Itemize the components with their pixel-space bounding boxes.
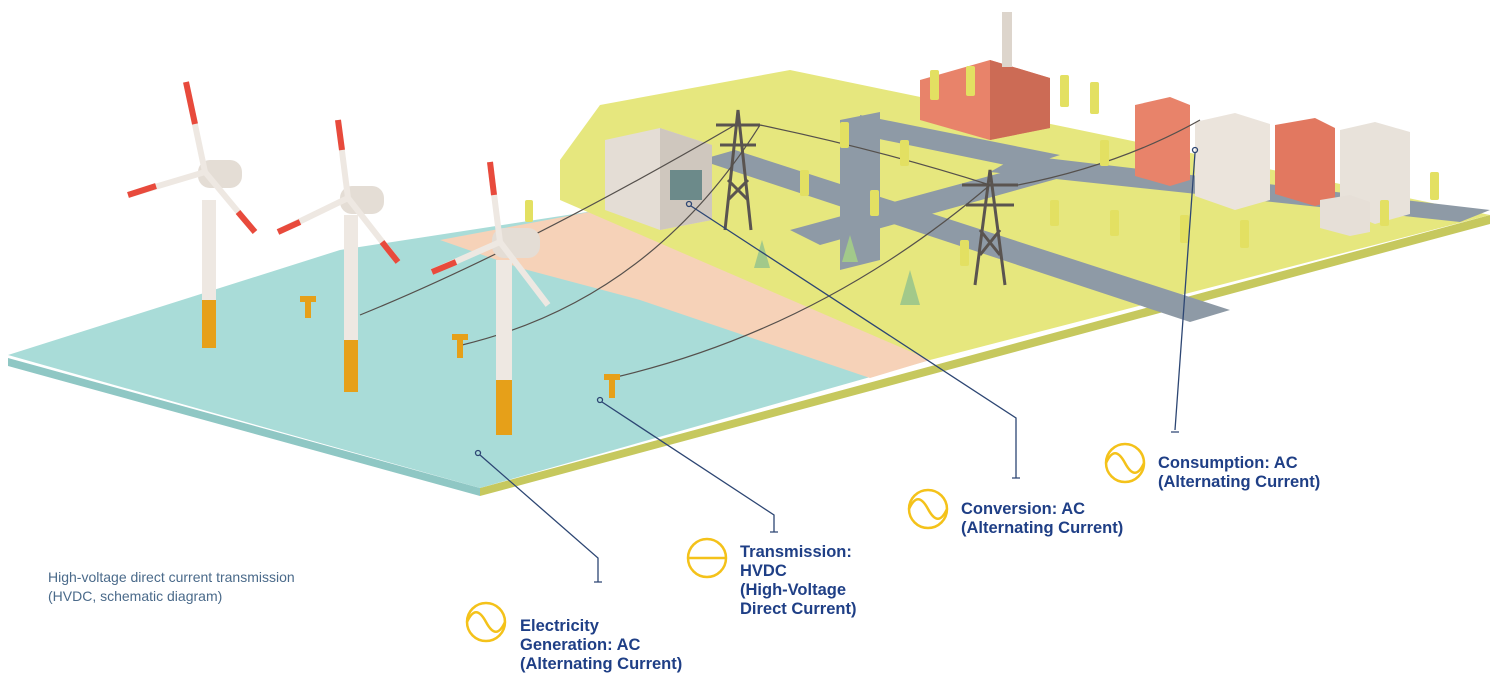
road-main — [700, 150, 1230, 322]
buildings — [605, 12, 1410, 236]
leader-dot-consumption — [1191, 146, 1199, 154]
road-top — [860, 115, 1060, 168]
wind-turbine-1 — [127, 81, 258, 348]
beach — [440, 210, 930, 378]
pylon-1 — [716, 109, 760, 231]
wind-turbine-2 — [276, 119, 401, 392]
leader-line-consumption — [1171, 152, 1196, 433]
leader-lines — [474, 146, 1199, 583]
leader-dot-generation — [474, 449, 482, 457]
ground — [8, 70, 1490, 496]
dc-line-icon — [686, 537, 728, 579]
buoys — [300, 296, 620, 398]
caption-line-2: (HVDC, schematic diagram) — [48, 588, 223, 604]
land-side — [480, 215, 1490, 496]
house-white1 — [1195, 113, 1270, 210]
house-red — [1135, 97, 1190, 186]
leader-dot-conversion — [685, 200, 693, 208]
callout-transmission: Transmission: HVDC (High-Voltage Direct … — [740, 543, 857, 618]
chimney — [1002, 12, 1012, 67]
leader-line-conversion — [690, 205, 1020, 479]
leader-dot-transmission — [596, 396, 604, 404]
callout-generation: Electricity Generation: AC (Alternating … — [520, 617, 683, 673]
land — [560, 70, 1490, 360]
callout-conversion: Conversion: AC (Alternating Current) — [961, 500, 1124, 537]
caption-line-1: High-voltage direct current transmission — [48, 569, 295, 585]
ac-sine-icon — [465, 601, 507, 643]
callout-consumption: Consumption: AC (Alternating Current) — [1158, 454, 1321, 491]
leader-line-generation — [479, 454, 602, 583]
sea-side — [8, 358, 480, 496]
ac-sine-icon — [907, 488, 949, 530]
diagram-caption: High-voltage direct current transmission… — [48, 568, 295, 606]
ac-sine-icon — [1104, 442, 1146, 484]
house-small — [1320, 195, 1370, 236]
wind-turbine-3 — [430, 161, 551, 435]
trees — [525, 66, 1439, 305]
house-red2 — [1275, 118, 1335, 206]
leader-line-transmission — [601, 401, 778, 533]
